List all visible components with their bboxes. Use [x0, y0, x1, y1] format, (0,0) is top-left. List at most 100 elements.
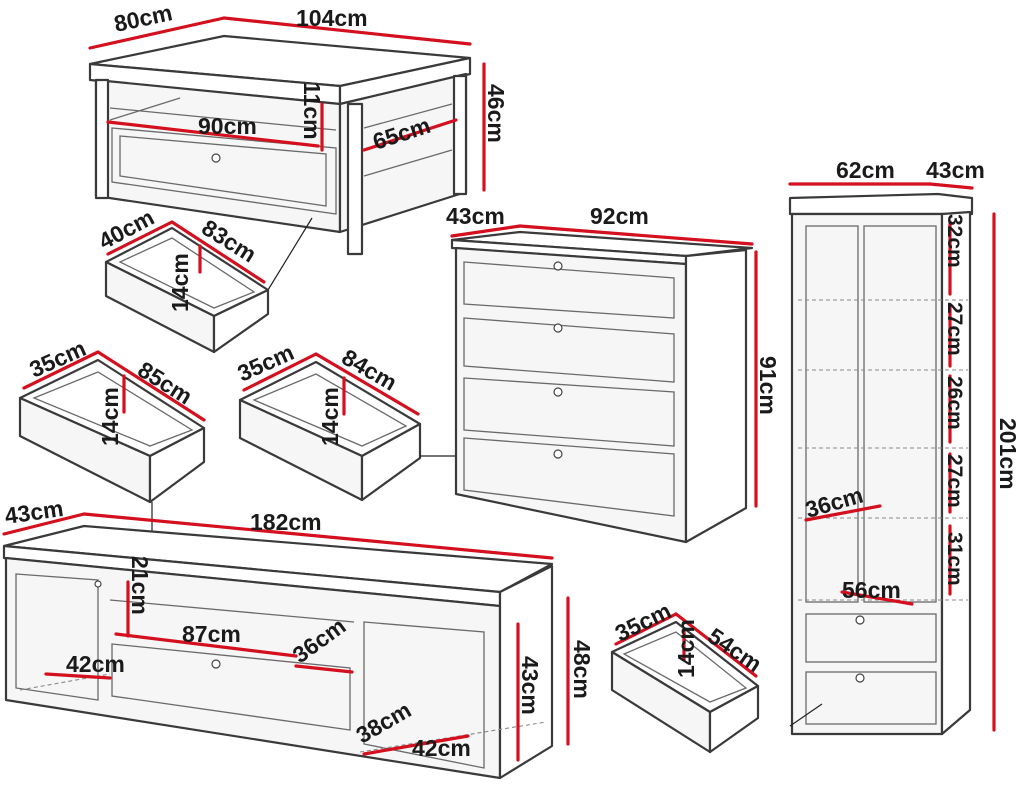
- cabinet-drawer-leader: [789, 703, 823, 727]
- drawer-a-front: [148, 426, 206, 504]
- chest-width-label: 92cm: [590, 203, 649, 229]
- chest-depth-line: [450, 224, 522, 238]
- cabinet-top: [788, 192, 974, 216]
- tv-width-line: [82, 512, 554, 560]
- coffee-table-knob: [211, 153, 221, 163]
- coffee-table-drawer-front: [111, 127, 337, 215]
- ct-drawer-height-label: 14cm: [167, 253, 193, 312]
- cabinet-drawer-1: [805, 613, 937, 663]
- tv-depth-label: 43cm: [3, 495, 65, 529]
- coffee-table-height-label: 46cm: [483, 84, 509, 143]
- cabinet-shelf-5-label: 31cm: [943, 532, 966, 586]
- tv-shelf-width-label: 87cm: [182, 621, 241, 647]
- tv-drawer: 35cm 54cm 14cm: [611, 597, 767, 754]
- drawer-a-height-label: 14cm: [97, 387, 123, 446]
- tv-width-label: 182cm: [250, 509, 322, 535]
- coffee-table-side-shelf: [363, 103, 453, 129]
- ct-drawer-inner: [118, 237, 256, 309]
- ct-drawer-width-line: [170, 220, 266, 284]
- drawer-a-inner: [32, 371, 194, 447]
- chest-knob-4: [553, 449, 563, 459]
- drawer-b-width-line: [314, 352, 420, 416]
- cabinet-height-label: 201cm: [995, 418, 1020, 490]
- tv-shelf-height-label: 21cm: [127, 556, 153, 615]
- tv-shelf-depth-line: [294, 664, 354, 674]
- tv-door-knob-left: [94, 580, 102, 588]
- chest-knob-1: [553, 261, 563, 271]
- coffee-table-leg-front: [346, 102, 364, 256]
- chest-height-label: 91cm: [755, 356, 781, 415]
- chest-depth-label: 43cm: [446, 203, 505, 229]
- tv-side: [498, 564, 554, 780]
- drawer-b-inner: [252, 373, 408, 447]
- coffee-table-drawer: 40cm 83cm 14cm: [94, 204, 270, 354]
- tv-right-width-label: 42cm: [412, 735, 471, 761]
- chest-knob-2: [553, 323, 563, 333]
- chest-side: [684, 248, 748, 544]
- coffee-table-depth-line: [88, 16, 226, 50]
- cabinet-shelf-2-label: 27cm: [943, 302, 966, 356]
- coffee-table: 80cm 104cm 46cm 90cm 11cm 65cm: [88, 0, 509, 291]
- coffee-table-leg-right: [452, 74, 468, 196]
- tv-left-depth-label: 42cm: [66, 651, 125, 677]
- cabinet-depth-label: 43cm: [926, 157, 985, 183]
- chest-of-drawers: 43cm 92cm 91cm: [446, 203, 781, 544]
- cabinet-width-label: 62cm: [836, 157, 895, 183]
- chest-knob-3: [553, 387, 563, 397]
- ct-drawer-depth-line: [106, 220, 174, 256]
- chest-drawer-4: [463, 437, 675, 517]
- cabinet-inner-width-label: 56cm: [842, 577, 901, 603]
- coffee-table-shelf-width-label: 90cm: [198, 113, 257, 139]
- tv-unit: 43cm 182cm 48cm 43cm 21cm 87cm 36cm 42cm…: [2, 495, 595, 780]
- cabinet-glass-door-left: [805, 225, 859, 603]
- tv-knob: [211, 659, 221, 669]
- tv-drawer-width-line: [674, 612, 758, 678]
- tall-cabinet: 62cm 43cm 201cm 32cm 27cm 26cm 27cm 31cm…: [788, 157, 1020, 736]
- drawer-b: 35cm 84cm 14cm: [233, 339, 474, 502]
- chest-drawer-2: [463, 317, 675, 383]
- cabinet-knob-2: [855, 673, 865, 683]
- drawer-b-height-label: 14cm: [317, 387, 343, 446]
- ct-drawer-front: [212, 288, 270, 354]
- tv-inner-height-label: 43cm: [517, 656, 543, 715]
- tv-height-label: 48cm: [569, 640, 595, 699]
- coffee-table-shelf-back: [109, 97, 181, 121]
- drawer-a-width-line: [96, 350, 206, 422]
- cabinet-shelf-4-label: 27cm: [943, 454, 966, 508]
- chest-drawer-1: [463, 261, 675, 319]
- cabinet-shelf-1-label: 32cm: [943, 214, 966, 268]
- cabinet-inner-depth-line: [804, 504, 882, 522]
- coffee-table-width-label: 104cm: [296, 5, 368, 31]
- coffee-table-shelf-width-line: [106, 120, 320, 148]
- coffee-table-shelf-line: [109, 107, 337, 131]
- drawer-a: 35cm 85cm 14cm: [18, 335, 206, 656]
- cabinet-inner-width-line: [840, 590, 914, 606]
- cabinet-knob-1: [855, 615, 865, 625]
- chest-width-line: [518, 224, 754, 246]
- drawer-b-front: [360, 422, 422, 502]
- tv-door-right: [363, 621, 485, 769]
- cabinet-front: [790, 212, 944, 736]
- chest-drawer-3: [463, 377, 675, 447]
- coffee-table-shelf-depth-line: [362, 118, 458, 152]
- coffee-table-drawer-leader: [267, 217, 313, 291]
- tv-shelf-width-line: [114, 632, 298, 658]
- cabinet-drawer-2: [805, 671, 937, 725]
- tv-right-width-line: [362, 734, 470, 756]
- coffee-table-side-rail: [363, 149, 453, 177]
- coffee-table-shelf-height-label: 11cm: [299, 82, 325, 140]
- drawer-a-depth-line: [22, 350, 100, 390]
- cabinet-depth-line: [928, 182, 974, 190]
- coffee-table-side-edge: [338, 56, 472, 106]
- drawer-b-depth-line: [242, 352, 318, 392]
- tv-drawer-height-label: 14cm: [673, 619, 699, 678]
- coffee-table-leg-left: [94, 78, 110, 200]
- tv-inner-left: [19, 673, 111, 691]
- tv-depth-line: [2, 512, 86, 536]
- tv-door-left: [15, 573, 99, 701]
- coffee-table-drawer-panel: [119, 135, 327, 207]
- tv-drawer-front: [111, 643, 351, 731]
- tv-shelf-top: [109, 599, 355, 623]
